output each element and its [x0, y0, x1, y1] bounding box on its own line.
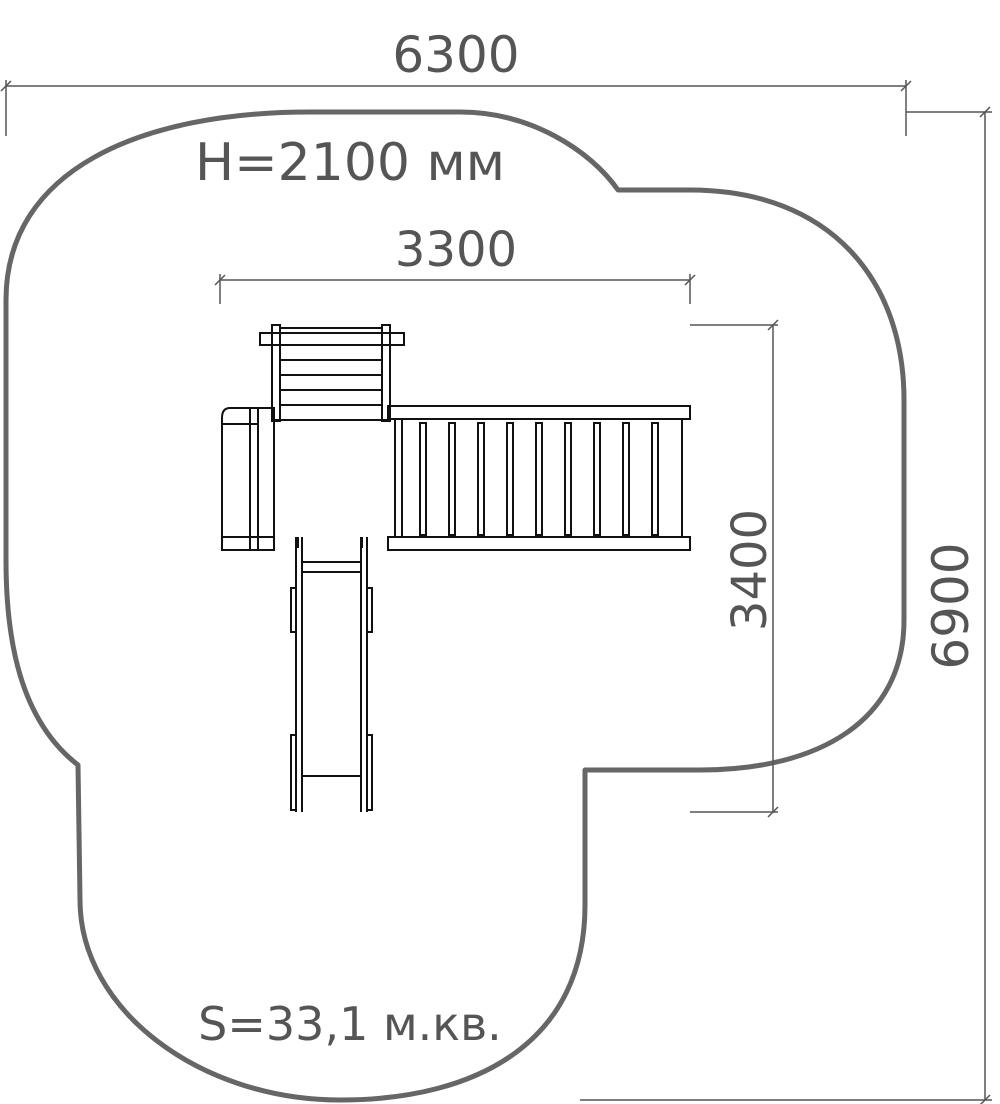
total-width-dimension [0, 80, 912, 136]
total-height-label: 6900 [922, 542, 980, 669]
left-panel [221, 407, 274, 551]
total-height-dimension [580, 106, 992, 1104]
right-bridge [387, 405, 691, 551]
top-ladder [259, 324, 405, 422]
area-label: S=33,1 м.кв. [198, 997, 502, 1051]
structure-height-dimension [690, 319, 779, 818]
platform [257, 407, 388, 551]
safety-zone-outline [3, 109, 907, 1103]
structure-width-dimension [214, 274, 696, 304]
play-structure [221, 324, 691, 812]
structure-height-label: 3400 [722, 509, 778, 631]
slide [290, 537, 373, 812]
structure-width-label: 3300 [395, 222, 517, 278]
total-width-label: 6300 [392, 26, 519, 84]
height-label: H=2100 мм [195, 133, 505, 193]
